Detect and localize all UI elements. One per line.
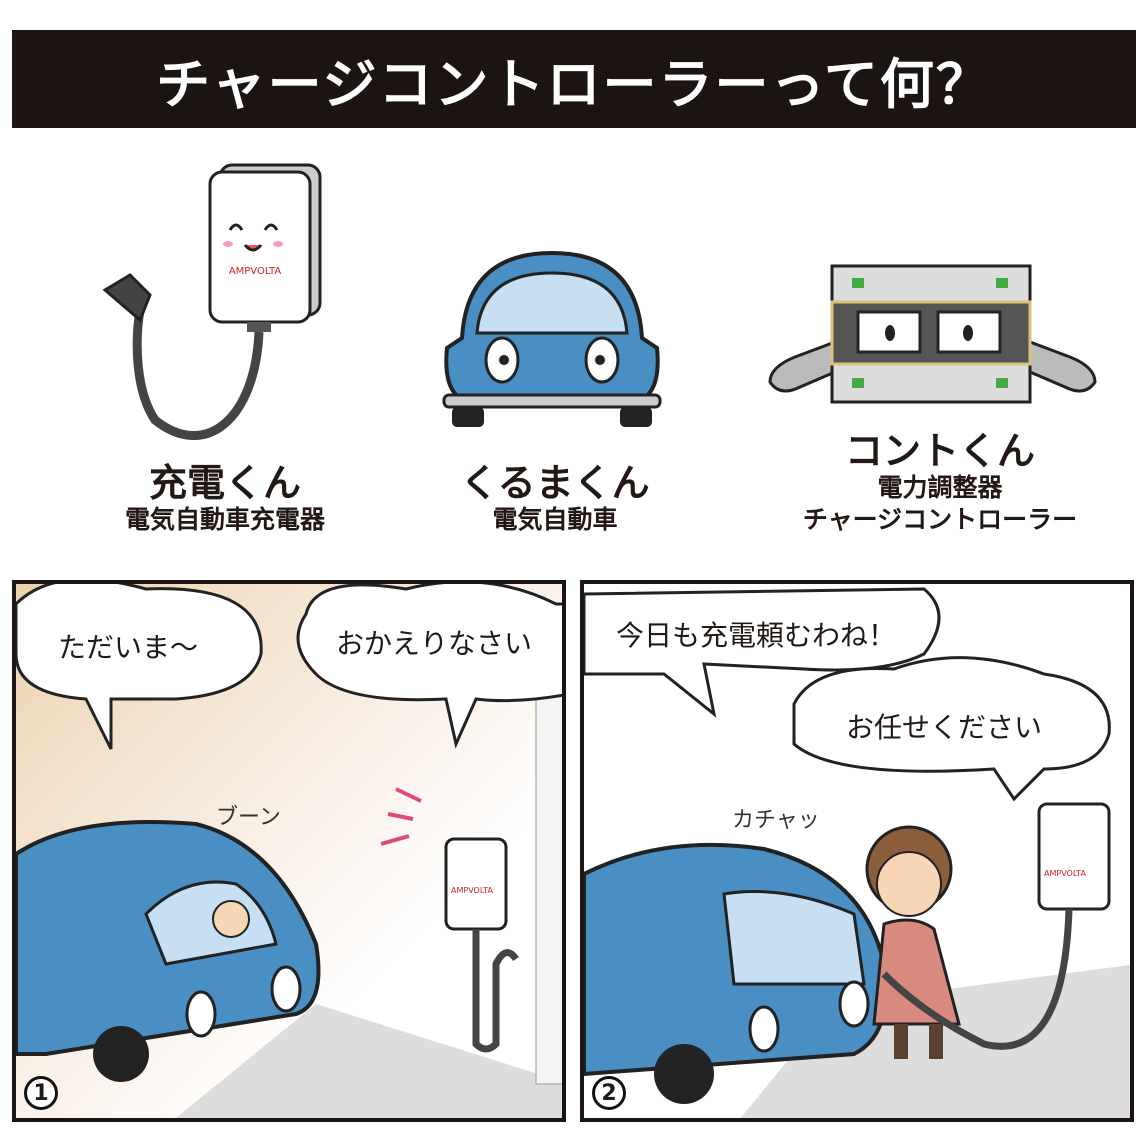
charger-brand: AMPVOLTA bbox=[451, 886, 493, 895]
car-label: くるまくん 電気自動車 bbox=[430, 462, 680, 536]
title-bar: チャージコントローラーって何？ bbox=[12, 30, 1136, 128]
character-desc: 電気自動車充電器 bbox=[124, 505, 325, 534]
panel-number: 1 bbox=[24, 1076, 58, 1110]
charger-brand: AMPVOLTA bbox=[1044, 869, 1086, 878]
speech-bubble: お任せください bbox=[846, 711, 1043, 744]
sound-effect: ブーン bbox=[216, 805, 281, 830]
character-name: 充電くん bbox=[148, 461, 301, 505]
panel-1-illustration bbox=[16, 584, 562, 1118]
comic-panel-1: ただいま～ おかえりなさい ブーン AMPVOLTA 1 bbox=[12, 580, 566, 1122]
character-desc: チャージコントローラー bbox=[802, 505, 1078, 534]
character-name: くるまくん bbox=[460, 461, 650, 505]
speech-bubble: ただいま～ bbox=[58, 631, 199, 664]
charger-label: 充電くん 電気自動車充電器 bbox=[80, 462, 370, 536]
character-desc: 電力調整器 bbox=[877, 473, 1003, 502]
page-title: チャージコントローラーって何？ bbox=[156, 52, 992, 116]
controller-character-illustration bbox=[768, 264, 1097, 404]
speech-bubble: 今日も充電頼むわね！ bbox=[616, 619, 897, 652]
speech-bubble: おかえりなさい bbox=[336, 627, 533, 660]
character-name: コントくん bbox=[844, 429, 1035, 473]
panel-2-illustration bbox=[584, 587, 1130, 1118]
charger-character-illustration: AMPVOLTA bbox=[102, 163, 322, 441]
panel-number: 2 bbox=[592, 1076, 626, 1110]
svg-text:AMPVOLTA: AMPVOLTA bbox=[229, 266, 282, 277]
comic-panel-2: 今日も充電頼むわね！ お任せください カチャッ AMPVOLTA 2 bbox=[580, 580, 1134, 1122]
character-desc: 電気自動車 bbox=[492, 505, 618, 534]
controller-label: コントくん 電力調整器 チャージコントローラー bbox=[760, 430, 1120, 536]
car-character-illustration bbox=[442, 250, 662, 427]
sound-effect: カチャッ bbox=[732, 808, 820, 833]
